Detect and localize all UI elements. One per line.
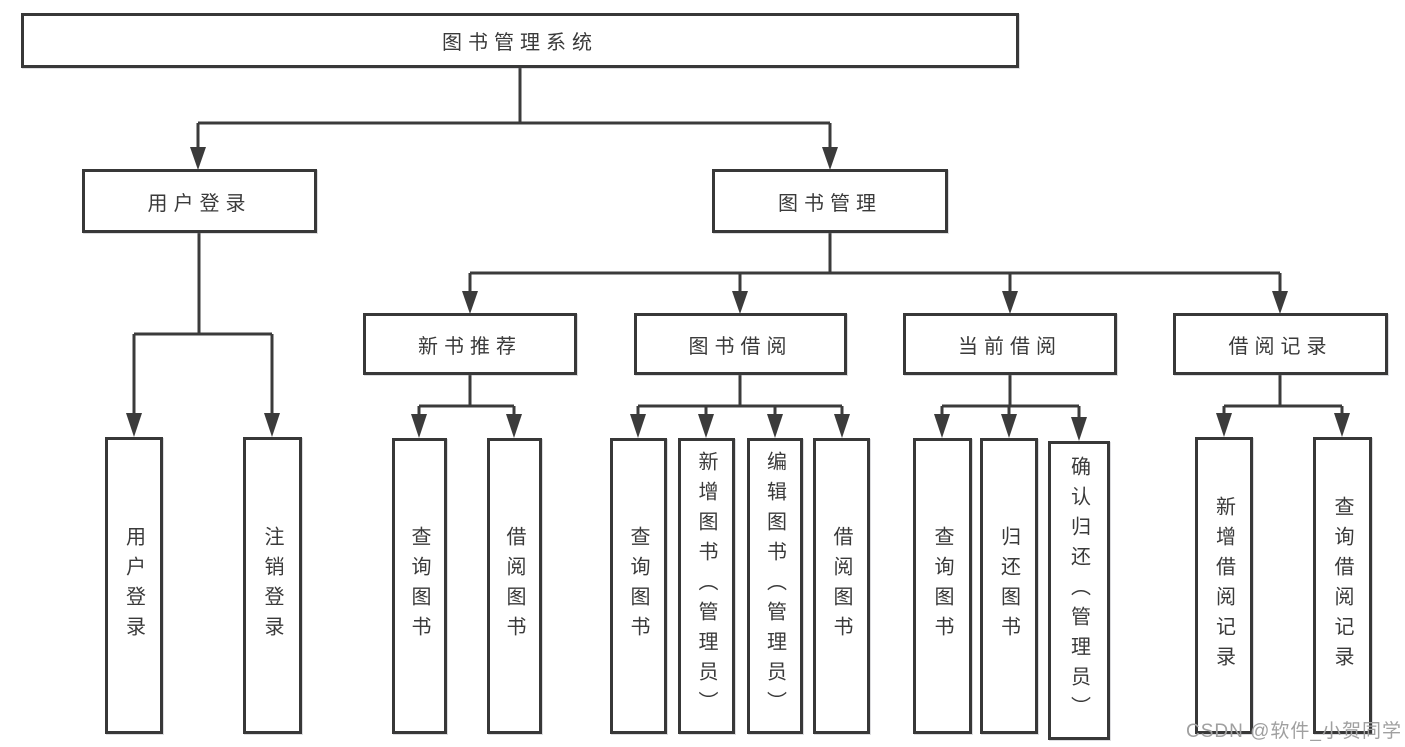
leaf-label: 借阅图书 bbox=[830, 526, 852, 646]
connector-bookborrow-children bbox=[630, 375, 850, 438]
node-new-book-recommend: 新书推荐 bbox=[363, 313, 577, 375]
node-book-borrow: 图书借阅 bbox=[634, 313, 847, 375]
node-borrow-record: 借阅记录 bbox=[1173, 313, 1388, 375]
node-root-system: 图书管理系统 bbox=[21, 13, 1019, 68]
connector-newbook-children bbox=[411, 375, 522, 438]
arrowhead-icon bbox=[411, 414, 427, 438]
leaf-newbook-query: 查询图书 bbox=[392, 438, 447, 734]
arrowhead-icon bbox=[630, 414, 646, 438]
leaf-label: 借阅图书 bbox=[503, 526, 525, 646]
arrowhead-icon bbox=[1071, 417, 1087, 441]
leaf-label: 归还图书 bbox=[997, 526, 1020, 646]
leaf-user-login: 用户登录 bbox=[105, 437, 163, 734]
arrowhead-icon bbox=[264, 413, 280, 437]
node-book-management: 图书管理 bbox=[712, 169, 948, 233]
leaf-label: 注销登录 bbox=[261, 525, 283, 646]
arrowhead-icon bbox=[1334, 413, 1350, 437]
leaf-borrow-edit-admin: 编辑图书（管理员） bbox=[747, 438, 803, 734]
arrowhead-icon bbox=[1002, 291, 1018, 314]
leaf-current-confirm-admin: 确认归还（管理员） bbox=[1048, 441, 1110, 740]
leaf-logout: 注销登录 bbox=[243, 437, 302, 734]
csdn-watermark: CSDN @软件_小贺同学 bbox=[1186, 721, 1402, 742]
leaf-borrow-add-admin: 新增图书（管理员） bbox=[678, 438, 735, 734]
arrowhead-icon bbox=[1272, 291, 1288, 314]
leaf-label: 新增图书（管理员） bbox=[695, 451, 717, 721]
connector-borrowrecord-children bbox=[1216, 375, 1350, 437]
arrowhead-icon bbox=[506, 414, 522, 438]
leaf-label: 新增借阅记录 bbox=[1212, 495, 1235, 676]
connector-currentborrow-children bbox=[934, 375, 1087, 441]
leaf-label: 用户登录 bbox=[122, 525, 145, 646]
arrowhead-icon bbox=[1216, 413, 1232, 437]
arrowhead-icon bbox=[822, 147, 838, 170]
connector-bookmgmt-to-level3 bbox=[462, 233, 1288, 314]
leaf-label: 编辑图书（管理员） bbox=[763, 451, 786, 721]
arrowhead-icon bbox=[934, 414, 950, 438]
leaf-current-return: 归还图书 bbox=[980, 438, 1038, 734]
leaf-label: 查询图书 bbox=[931, 526, 953, 646]
node-current-borrow: 当前借阅 bbox=[903, 313, 1117, 375]
leaf-label: 确认归还（管理员） bbox=[1067, 455, 1090, 726]
arrowhead-icon bbox=[1001, 414, 1017, 438]
arrowhead-icon bbox=[834, 414, 850, 438]
node-user-login: 用户登录 bbox=[82, 169, 317, 233]
arrowhead-icon bbox=[126, 413, 142, 437]
arrowhead-icon bbox=[462, 291, 478, 314]
leaf-record-query: 查询借阅记录 bbox=[1313, 437, 1372, 734]
leaf-label: 查询图书 bbox=[408, 526, 430, 646]
leaf-label: 查询借阅记录 bbox=[1331, 495, 1353, 676]
leaf-borrow-borrow: 借阅图书 bbox=[813, 438, 870, 734]
leaf-newbook-borrow: 借阅图书 bbox=[487, 438, 542, 734]
leaf-label: 查询图书 bbox=[627, 526, 649, 646]
leaf-record-add: 新增借阅记录 bbox=[1195, 437, 1253, 734]
arrowhead-icon bbox=[732, 291, 748, 314]
arrowhead-icon bbox=[190, 147, 206, 170]
arrowhead-icon bbox=[698, 414, 714, 438]
arrowhead-icon bbox=[767, 414, 783, 438]
leaf-borrow-query: 查询图书 bbox=[610, 438, 667, 734]
connector-userlogin-children bbox=[126, 233, 280, 437]
leaf-current-query: 查询图书 bbox=[913, 438, 972, 734]
connector-root-to-level2 bbox=[190, 68, 838, 170]
